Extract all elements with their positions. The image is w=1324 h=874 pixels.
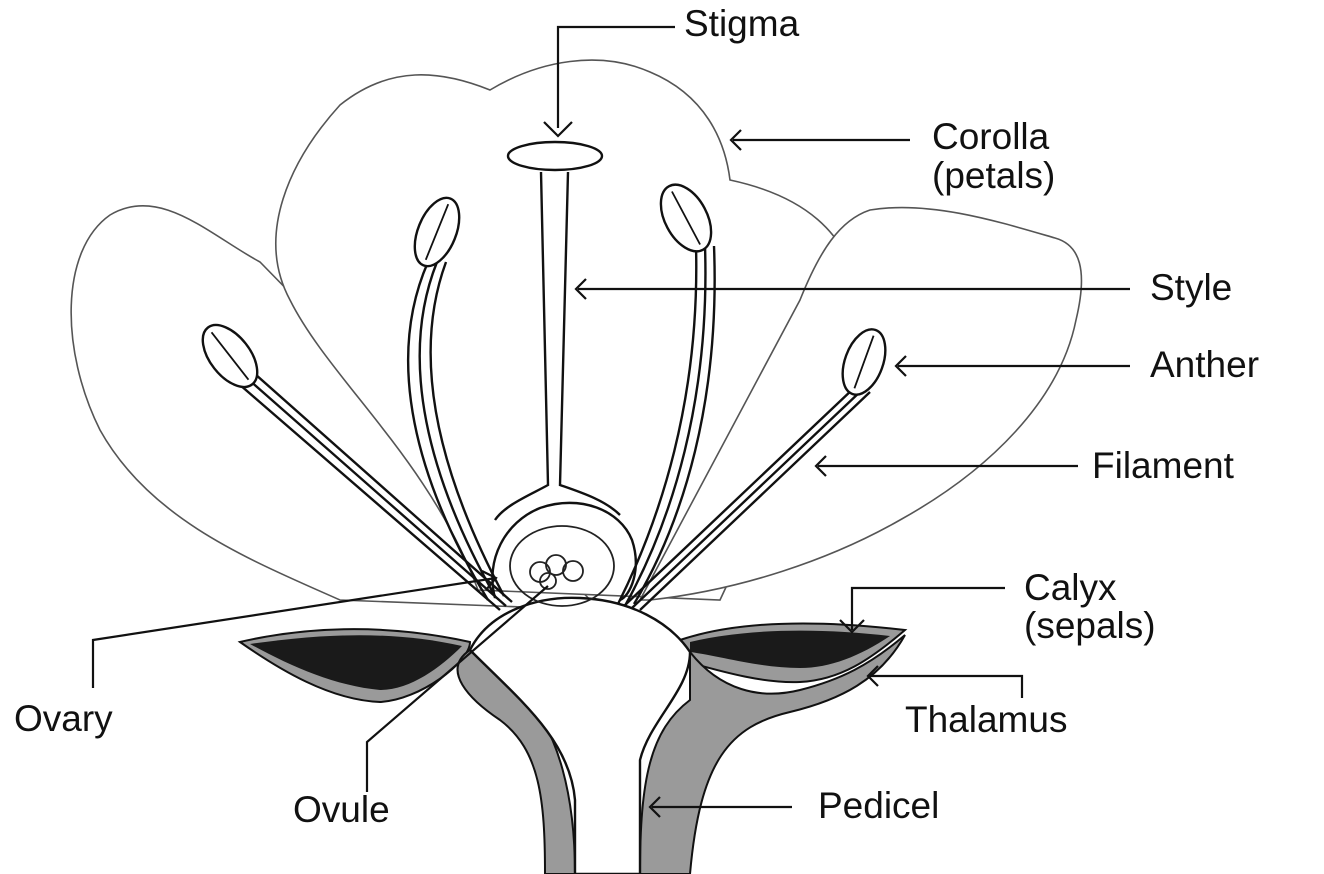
label-corolla-line1: Corolla <box>932 117 1049 157</box>
label-corolla-line2: (petals) <box>932 156 1055 196</box>
label-stigma: Stigma <box>684 4 799 44</box>
label-style: Style <box>1150 268 1232 308</box>
label-anther: Anther <box>1150 345 1259 385</box>
label-filament: Filament <box>1092 446 1234 486</box>
stigma-shape <box>508 142 602 170</box>
label-calyx-line1: Calyx <box>1024 568 1117 608</box>
label-thalamus: Thalamus <box>905 700 1067 740</box>
label-ovary: Ovary <box>14 699 113 739</box>
thalamus-leader <box>870 676 1022 698</box>
label-calyx-line2: (sepals) <box>1024 606 1156 646</box>
label-ovule: Ovule <box>293 790 390 830</box>
label-pedicel: Pedicel <box>818 786 939 826</box>
calyx-leader <box>852 588 1005 630</box>
